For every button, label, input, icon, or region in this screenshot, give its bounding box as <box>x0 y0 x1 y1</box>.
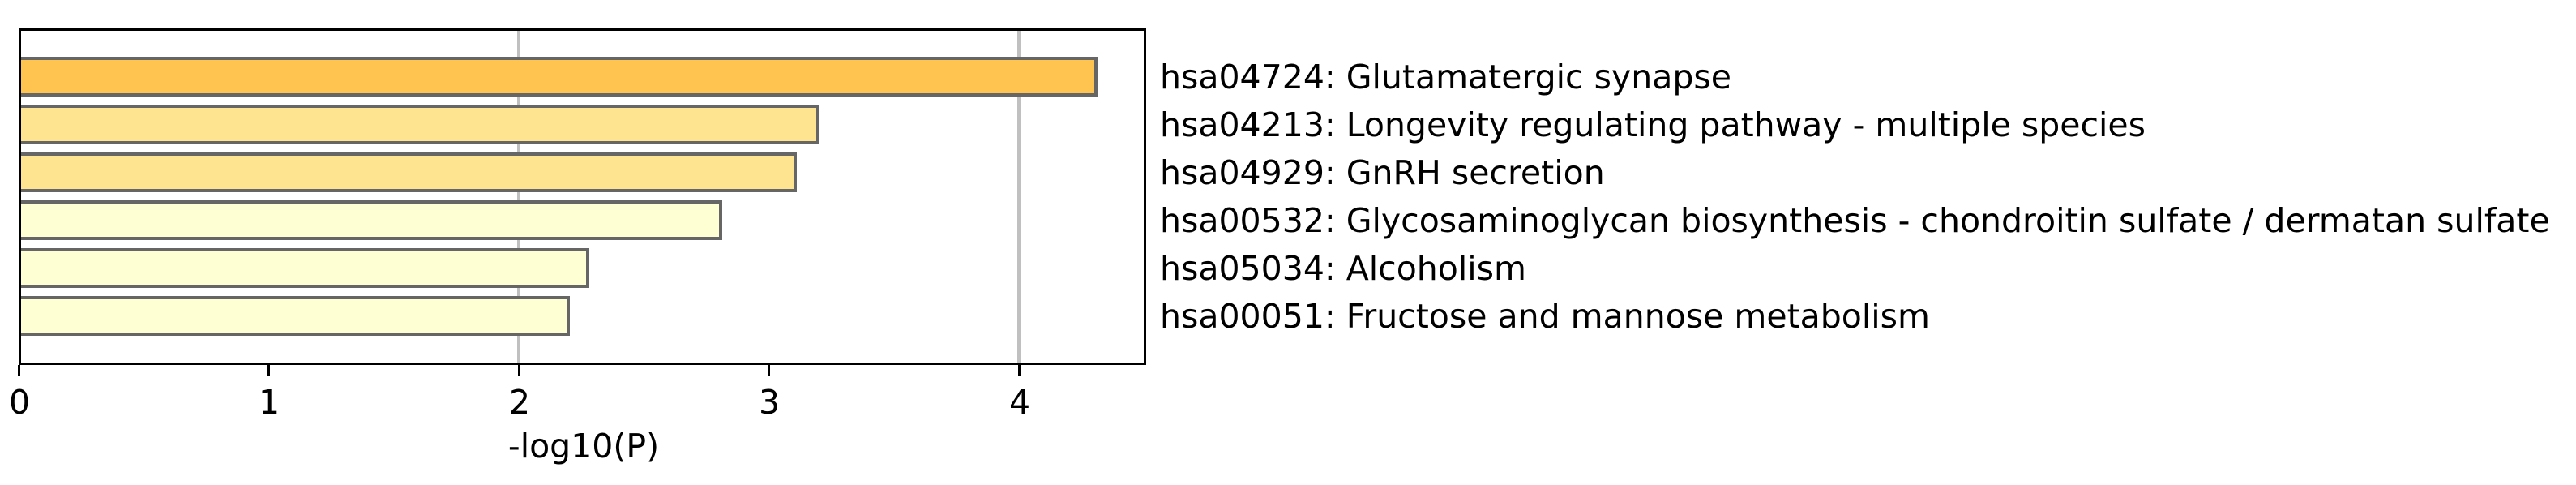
x-tick-label-3: 3 <box>758 383 781 422</box>
x-tick-label-0: 0 <box>8 383 31 422</box>
category-label-6: hsa00051: Fructose and mannose metabolis… <box>1160 297 1930 336</box>
x-tick-1 <box>267 365 270 376</box>
bar-5 <box>21 248 590 288</box>
category-label-2: hsa04213: Longevity regulating pathway -… <box>1160 105 2146 144</box>
gridline-x-2 <box>517 31 520 363</box>
category-label-4: hsa00532: Glycosaminoglycan biosynthesis… <box>1160 201 2550 240</box>
x-tick-label-4: 4 <box>1008 383 1031 422</box>
x-tick-2 <box>518 365 520 376</box>
bar-4 <box>21 200 722 240</box>
x-tick-label-2: 2 <box>508 383 531 422</box>
x-axis-label: -log10(P) <box>507 427 660 466</box>
x-tick-3 <box>768 365 770 376</box>
bar-6 <box>21 296 570 336</box>
x-tick-0 <box>18 365 20 376</box>
gridline-x-4 <box>1017 31 1021 363</box>
category-label-3: hsa04929: GnRH secretion <box>1160 153 1605 192</box>
category-label-5: hsa05034: Alcoholism <box>1160 249 1526 288</box>
bar-1 <box>21 57 1098 97</box>
plot-area <box>19 28 1146 365</box>
bar-2 <box>21 105 820 144</box>
category-label-1: hsa04724: Glutamatergic synapse <box>1160 58 1731 97</box>
x-tick-4 <box>1018 365 1021 376</box>
x-tick-label-1: 1 <box>258 383 280 422</box>
bar-3 <box>21 152 798 192</box>
